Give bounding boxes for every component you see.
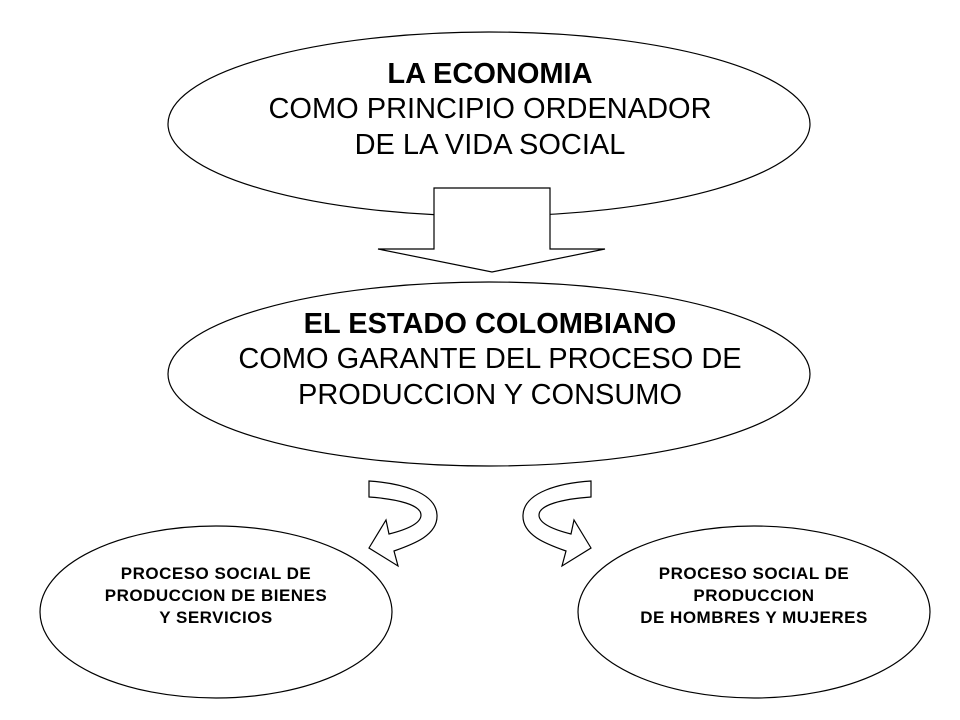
hombres-mujeres-line1: PROCESO SOCIAL DE [658, 564, 850, 583]
hombres-mujeres-line2: PRODUCCION [693, 586, 815, 606]
bienes-label: PROCESO SOCIAL DE PRODUCCION DE BIENES Y… [40, 563, 392, 629]
bienes-line2: PRODUCCION DE BIENES [104, 586, 328, 606]
estado-ellipse [167, 281, 811, 467]
bienes-line1: PROCESO SOCIAL DE [120, 564, 312, 583]
hombres-mujeres-line3: DE HOMBRES Y MUJERES [640, 608, 868, 628]
estado-line1: COMO GARANTE DEL PROCESO DE [238, 343, 742, 376]
hombres-mujeres-ellipse [577, 525, 931, 699]
economia-line1: COMO PRINCIPIO ORDENADOR [268, 93, 712, 126]
bienes-ellipse [39, 525, 393, 699]
down-arrow-icon [377, 187, 606, 273]
hombres-mujeres-label: PROCESO SOCIAL DE PRODUCCION DE HOMBRES … [578, 563, 930, 629]
curved-arrow-left-icon [368, 480, 438, 568]
estado-line2: PRODUCCION Y CONSUMO [297, 378, 683, 411]
estado-title: EL ESTADO COLOMBIANO [303, 308, 677, 340]
curved-arrow-right-icon [522, 480, 592, 568]
economia-title: LA ECONOMIA [387, 58, 593, 90]
estado-label: EL ESTADO COLOMBIANO COMO GARANTE DEL PR… [170, 307, 810, 413]
economia-label: LA ECONOMIA COMO PRINCIPIO ORDENADOR DE … [170, 57, 810, 163]
bienes-line3: Y SERVICIOS [159, 608, 273, 628]
economia-line2: DE LA VIDA SOCIAL [354, 128, 626, 161]
